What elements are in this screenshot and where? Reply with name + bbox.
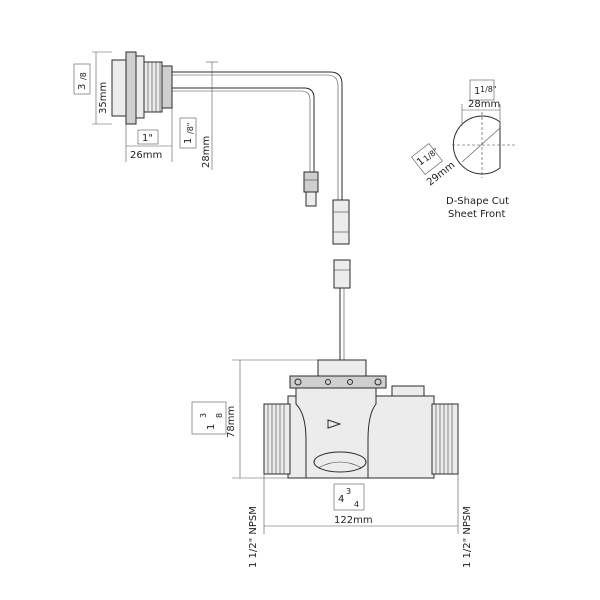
cable-upper-inner — [172, 74, 339, 200]
right-thread-end — [431, 403, 459, 475]
left-thread-label: 1 1/2" NPSM — [248, 506, 259, 568]
dshape-caption-line1: D-Shape Cut — [446, 196, 509, 207]
cable-upper — [172, 71, 343, 200]
dim-26mm: 26mm — [130, 150, 162, 161]
housing-nut — [135, 55, 145, 119]
valve-height-inch-frac-top: 3 — [199, 413, 208, 418]
valve-height-mm: 78mm — [226, 406, 237, 438]
dim-28-mm: 28mm — [201, 136, 212, 168]
dim-28-inch-prefix: 1 — [183, 138, 194, 144]
dim-35-inch-prefix: 3 — [77, 84, 88, 90]
dshape-caption-line2: Sheet Front — [448, 209, 505, 220]
valve-width-mm: 122mm — [334, 515, 373, 526]
housing-body — [111, 59, 127, 117]
dshape-width-mm: 28mm — [468, 99, 500, 110]
valve-width-inch-whole: 4 — [338, 494, 344, 505]
d-shape-cut-detail: 1 1/8" 28mm 1 1/8" 29mm D-Shape Cut Shee… — [411, 79, 516, 220]
valve-plug — [333, 259, 351, 289]
d-shape-outline — [452, 115, 501, 175]
large-connector — [332, 199, 350, 245]
cable-lower-inner — [172, 90, 311, 172]
valve-assembly: 1 3 8 78mm 4 3 4 122mm 1 1/2" NPSM 1 1/2… — [191, 359, 473, 568]
valve-height-inch-frac-bot: 8 — [215, 413, 224, 418]
dshape-dia-mm: 29mm — [425, 160, 457, 189]
small-connector — [303, 171, 319, 193]
housing-flange — [125, 51, 137, 125]
dim-35-inch-frac: /8 — [79, 72, 88, 80]
flow-arrow — [327, 419, 342, 429]
dim-1-inch: 1" — [142, 133, 153, 144]
dshape-width-inch-whole: 1 — [474, 86, 480, 97]
housing-back — [161, 65, 173, 109]
sensor-housing-assembly: 3 /8 35mm 1" 26mm 1 /8" 28mm — [73, 51, 350, 245]
left-thread-end — [263, 403, 291, 475]
dim-35-mm: 35mm — [98, 82, 109, 114]
valve-width-inch-frac-bot: 4 — [354, 500, 359, 509]
dshape-width-inch-frac: 1/8" — [480, 85, 497, 94]
right-thread-label: 1 1/2" NPSM — [462, 506, 473, 568]
solenoid-plate — [289, 375, 387, 389]
valve-width-inch-frac-top: 3 — [346, 487, 351, 496]
valve-height-inch-whole: 1 — [206, 424, 217, 430]
solenoid-cap — [317, 359, 367, 377]
dim-28-inch-frac: /8" — [186, 123, 195, 134]
dshape-dia-inch-whole: 1 — [415, 156, 427, 169]
dshape-dia-inch-frac: 1/8" — [422, 146, 441, 163]
valve-cable — [333, 259, 351, 362]
housing-threads — [143, 61, 163, 113]
cable-lower — [172, 87, 315, 172]
